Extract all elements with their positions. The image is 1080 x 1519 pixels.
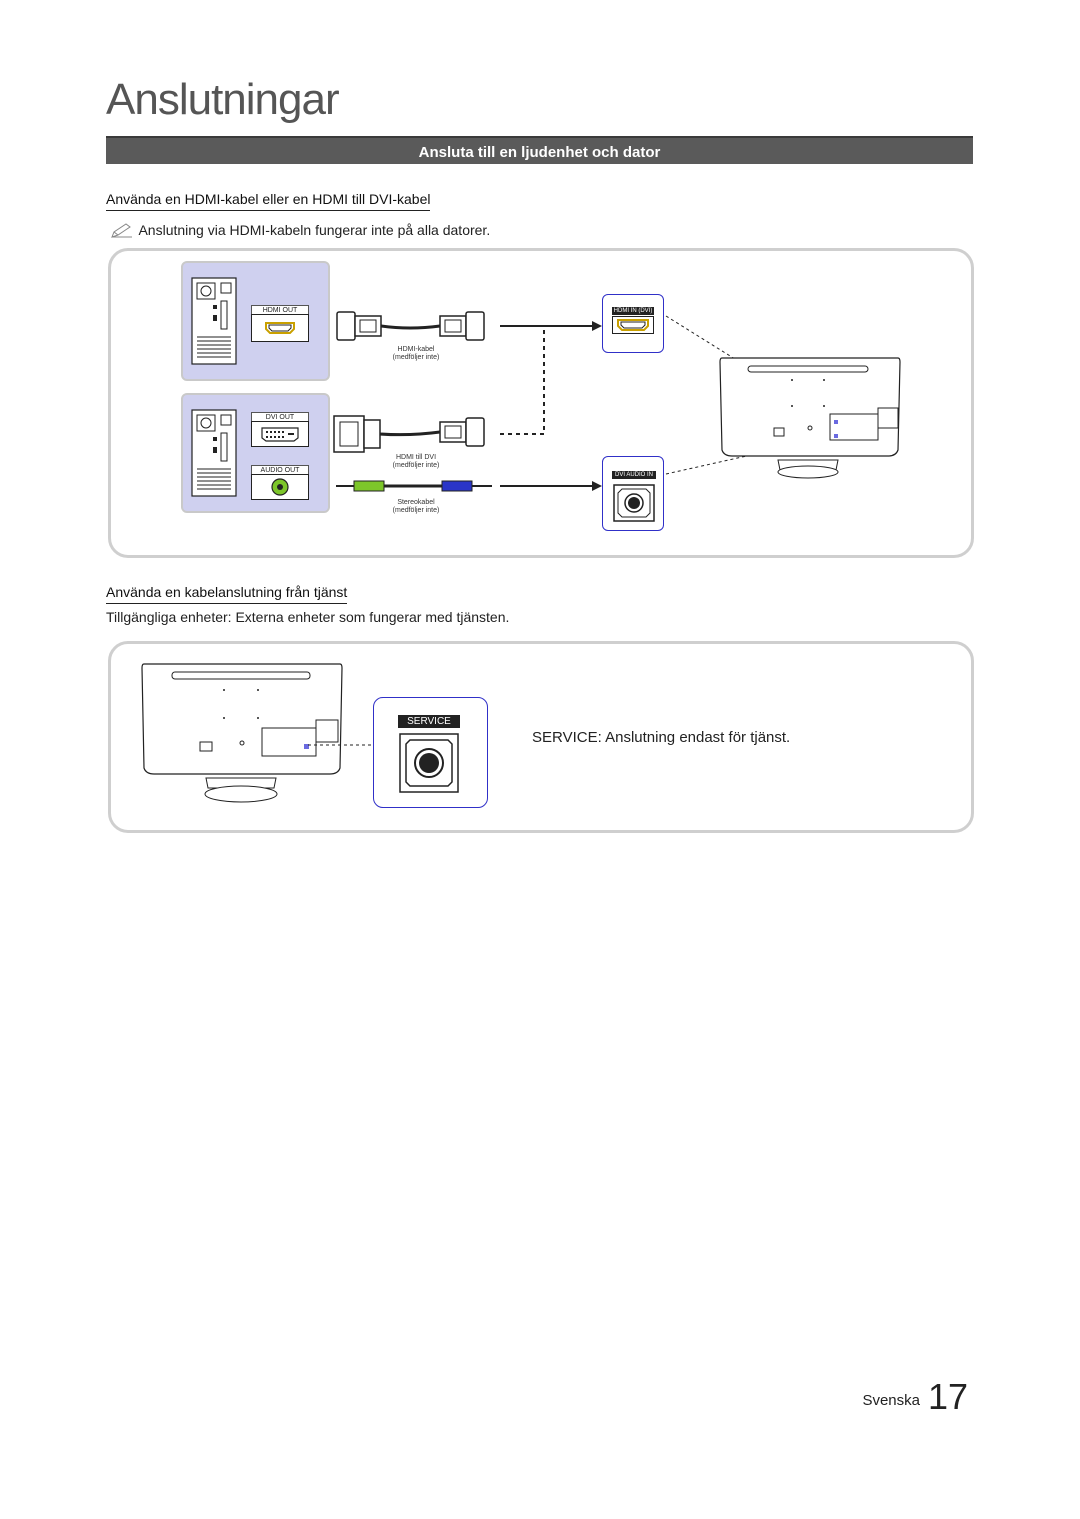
- stereo-cable-name: Stereokabel: [397, 499, 435, 506]
- pc-audio-out-port: [251, 474, 309, 500]
- audio-jack-icon: [613, 484, 655, 522]
- dvi-cable-caption: HDMI till DVI (medföljer inte): [380, 454, 452, 470]
- pc-dvi-box: DVI OUT AUDIO OUT: [181, 393, 330, 513]
- tv-dvi-audio-in-label: DVI AUDIO IN: [612, 471, 656, 479]
- hdmi-cable-caption: HDMI-kabel (medföljer inte): [380, 346, 452, 362]
- page-number: 17: [927, 1376, 968, 1417]
- service-caption: SERVICE: Anslutning endast för tjänst.: [532, 729, 790, 746]
- tv-hdmi-in-label: HDMI IN (DVI): [612, 307, 654, 315]
- hdmi-section-heading-wrap: Använda en HDMI-kabel eller en HDMI till…: [106, 190, 431, 211]
- cable-diagram: [333, 311, 602, 492]
- pc-tower-icon: [191, 277, 237, 365]
- stereo-cable-icon: [336, 480, 492, 492]
- hdmi-cable-icon: [336, 311, 485, 341]
- hdmi-cable-note: (medföljer inte): [392, 354, 440, 361]
- hdmi-note-text: Anslutning via HDMI-kabeln fungerar inte…: [138, 222, 491, 238]
- pc-hdmi-box: HDMI OUT: [181, 261, 330, 381]
- section-title-bar: Ansluta till en ljudenhet och dator: [106, 136, 973, 164]
- pc-dvi-out-port: [251, 421, 309, 447]
- pencil-note-icon: [111, 223, 132, 238]
- hdmi-port-icon: [612, 316, 654, 334]
- hdmi-section-heading: Använda en HDMI-kabel eller en HDMI till…: [106, 190, 431, 211]
- service-port-label: SERVICE: [398, 715, 460, 728]
- tv-rear-icon: [719, 357, 901, 479]
- service-section-heading-wrap: Använda en kabelanslutning från tjänst: [106, 583, 348, 604]
- hdmi-note: Anslutning via HDMI-kabeln fungerar inte…: [110, 221, 910, 240]
- stereo-cable-caption: Stereokabel (medföljer inte): [380, 499, 452, 515]
- service-jack-icon: [399, 733, 459, 793]
- service-caption-term: SERVICE: [532, 729, 598, 746]
- tv-rear-icon: [141, 663, 343, 803]
- footer-language: Svenska: [862, 1392, 920, 1409]
- stereo-cable-note-text: medföljer inte: [394, 507, 438, 514]
- audio-jack-icon: [271, 478, 289, 496]
- page-title: Anslutningar: [106, 75, 340, 124]
- stereo-cable-note: (medföljer inte): [392, 507, 440, 514]
- hdmi-cable-note-text: medföljer inte: [394, 354, 438, 361]
- dvi-cable-icon: [333, 415, 485, 453]
- pc-hdmi-out-port: [251, 314, 309, 342]
- service-caption-text: : Anslutning endast för tjänst.: [597, 729, 791, 746]
- pc-tower-icon: [191, 409, 237, 497]
- service-link-line: [308, 744, 376, 746]
- service-port-box: SERVICE: [373, 697, 488, 808]
- tv-hdmi-in-box: HDMI IN (DVI): [602, 294, 664, 353]
- dvi-cable-name: HDMI till DVI: [395, 454, 437, 461]
- dvi-cable-note: (medföljer inte): [392, 462, 440, 469]
- service-description: Tillgängliga enheter: Externa enheter so…: [106, 609, 510, 625]
- tv-dvi-audio-in-box: DVI AUDIO IN: [602, 456, 664, 531]
- dvi-port-icon: [261, 427, 299, 442]
- hdmi-cable-name: HDMI-kabel: [397, 346, 435, 353]
- hdmi-port-icon: [265, 322, 295, 334]
- service-section-heading: Använda en kabelanslutning från tjänst: [106, 583, 348, 604]
- dvi-cable-note-text: medföljer inte: [394, 462, 438, 469]
